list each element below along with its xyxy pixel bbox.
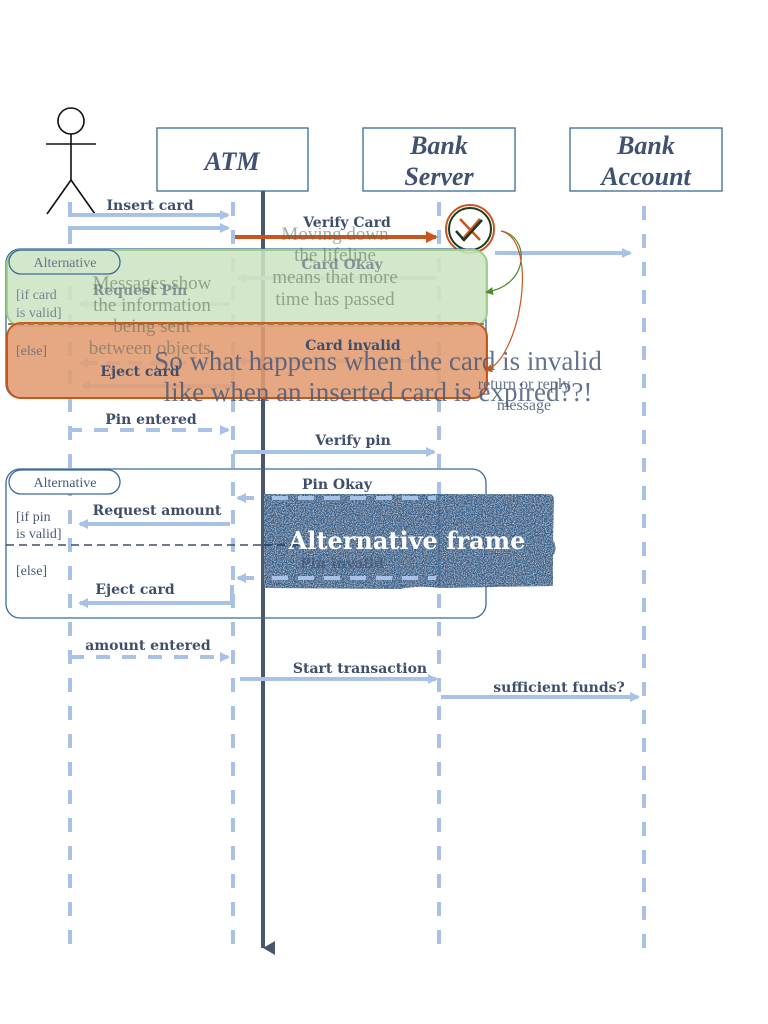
note-question-line2: like when an inserted card is expired??! (164, 377, 593, 407)
note-reply-message: return or reply message (478, 376, 570, 414)
message-insert-card[interactable]: Insert card (68, 198, 230, 233)
message-verify-pin[interactable]: Verify pin (233, 433, 436, 457)
object-bank-account-title-line1: Bank (616, 131, 675, 160)
message-pin-entered[interactable]: Pin entered (68, 412, 230, 435)
message-eject-card-1-label: Eject card (100, 364, 179, 380)
message-card-okay-label: Card Okay (301, 257, 383, 273)
message-request-pin-label: Request Pin (93, 283, 188, 299)
object-bank-account-title-line2: Account (599, 162, 691, 191)
guard-if-card-valid-line1: [if card (16, 288, 57, 303)
alt-fragment-label-2: Alternative (8, 469, 121, 495)
guard-else-card: [else] (16, 344, 47, 359)
message-insert-card-label: Insert card (107, 198, 194, 214)
object-bank-server[interactable]: Bank Server (362, 127, 516, 192)
alt-frame-sticker-title: Alternative frame (288, 526, 526, 555)
note-question: So what happens when the card is invalid… (154, 346, 602, 407)
guard-if-pin-valid-line2: is valid] (16, 527, 62, 542)
alt-fragment-label-1: Alternative (8, 249, 121, 275)
message-pin-okay-label: Pin Okay (302, 477, 373, 493)
guard-else-pin: [else] (16, 564, 47, 579)
note-reply-line1: return or reply (478, 376, 570, 393)
guard-if-pin-valid-line1: [if pin (16, 510, 51, 525)
note-lifeline-line1: Moving down (281, 224, 389, 245)
note-messages-line4: between objects. (89, 338, 216, 359)
message-pin-entered-label: Pin entered (105, 412, 197, 428)
note-messages-line1: Messages show (93, 273, 212, 294)
message-eject-card-2-label: Eject card (95, 582, 174, 598)
fragment-else-card-invalid-highlight (6, 322, 488, 399)
alt-fragment-label-2-text: Alternative (34, 476, 97, 491)
message-pin-invalid-label: Pin invalid (300, 556, 384, 572)
object-bank-server-title-line1: Bank (409, 131, 468, 160)
message-sufficient-funds-label: sufficient funds? (493, 680, 624, 696)
note-reply-line2: message (497, 397, 551, 414)
note-lifeline-time: Moving down the lifeline means that more… (272, 224, 398, 310)
object-atm[interactable]: ATM (156, 127, 309, 192)
message-start-transaction[interactable]: Start transaction (240, 661, 438, 684)
message-start-transaction-label: Start transaction (293, 661, 427, 677)
note-messages-line2: the information (93, 295, 211, 316)
connector-to-invalid (484, 230, 523, 373)
note-messages-line3: being sent (113, 316, 191, 337)
note-lifeline-line2: the lifeline (294, 245, 376, 266)
message-sufficient-funds[interactable]: sufficient funds? (441, 680, 640, 702)
alt-fragment-label-1-text: Alternative (34, 256, 97, 271)
guard-if-card-valid-line2: is valid] (16, 306, 62, 321)
object-bank-account[interactable]: Bank Account (569, 127, 723, 192)
note-question-line1: So what happens when the card is invalid (154, 346, 602, 376)
note-messages: Messages show the information being sent… (89, 273, 216, 359)
message-request-amount-label: Request amount (93, 503, 222, 519)
message-card-invalid-label: Card invalid (305, 338, 401, 354)
message-amount-entered-label: amount entered (85, 638, 211, 654)
message-amount-entered[interactable]: amount entered (70, 638, 230, 662)
actor-stick-figure (46, 107, 96, 215)
object-bank-server-title-line2: Server (404, 162, 474, 191)
note-lifeline-line4: time has passed (275, 289, 395, 310)
note-lifeline-line3: means that more (272, 267, 398, 288)
object-atm-title: ATM (203, 147, 261, 176)
message-verify-pin-label: Verify pin (314, 433, 391, 449)
message-verify-card[interactable]: Verify Card (235, 215, 438, 243)
alt-frame-sticker: Pin invalid Alternative frame (264, 494, 556, 589)
check-cross-icon (445, 204, 495, 254)
message-verify-card-label: Verify Card (302, 215, 391, 231)
